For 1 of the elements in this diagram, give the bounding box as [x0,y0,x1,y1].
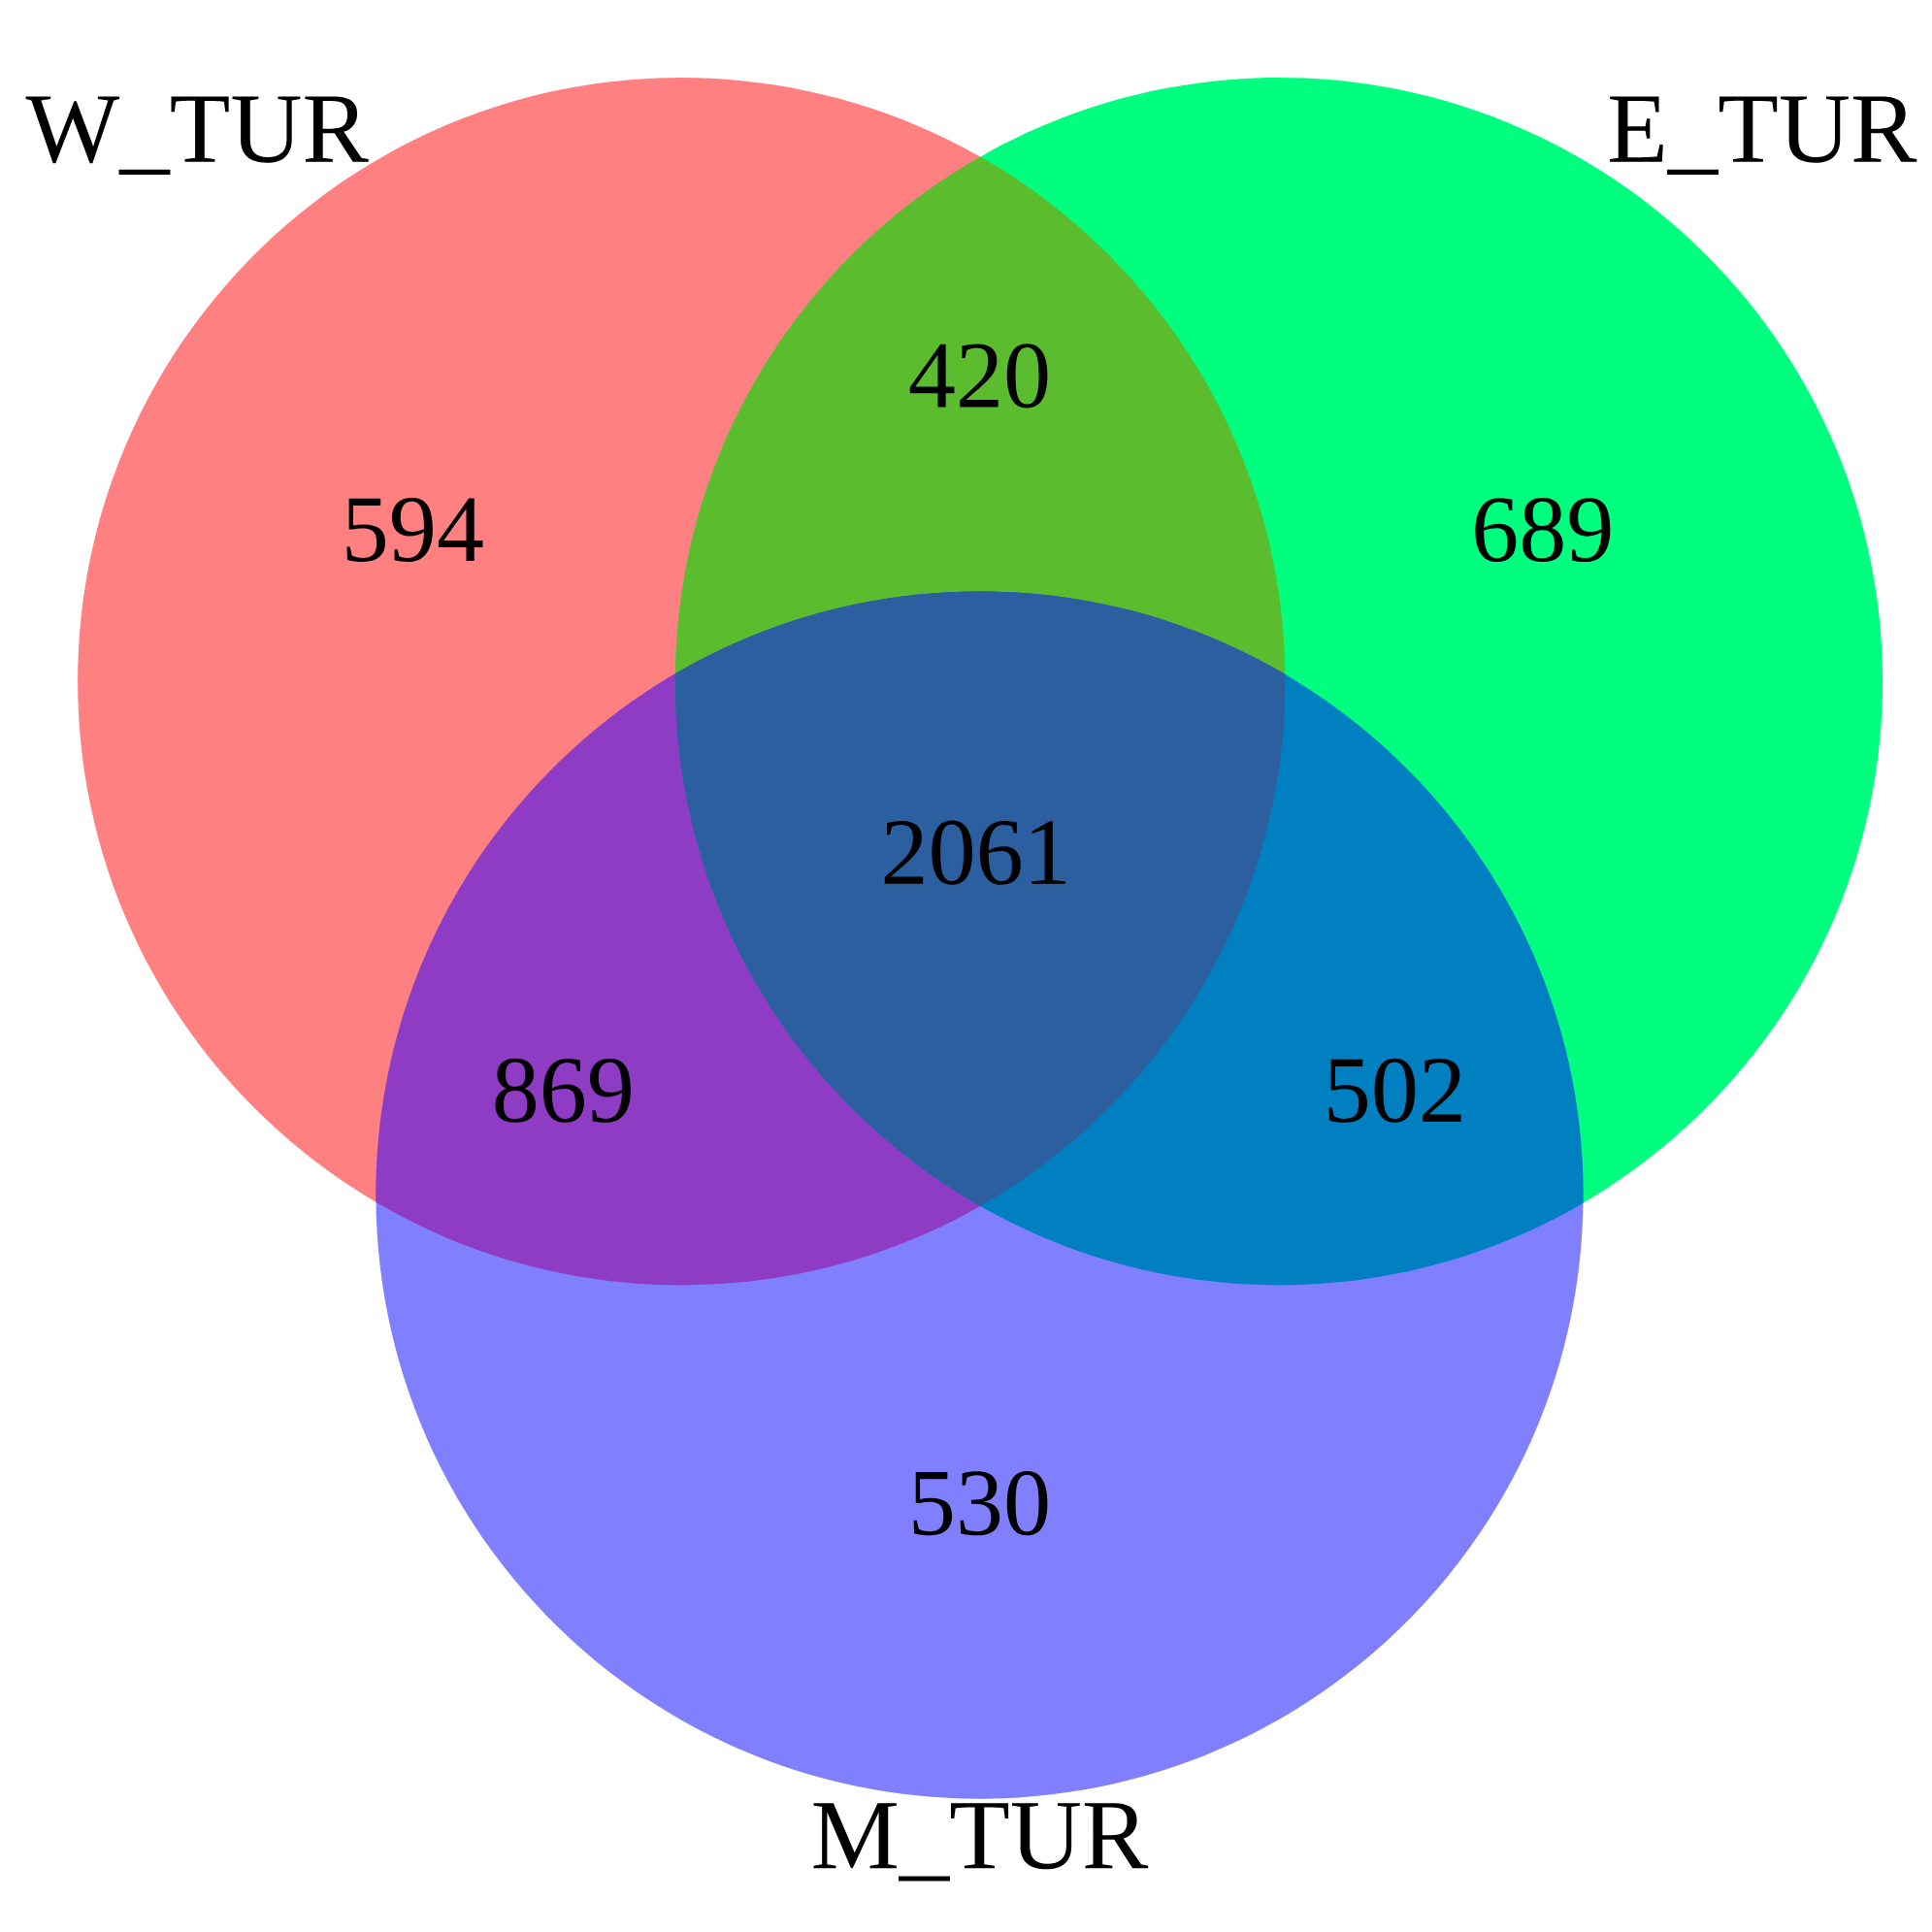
set-label: M_TUR [813,1803,1149,1882]
